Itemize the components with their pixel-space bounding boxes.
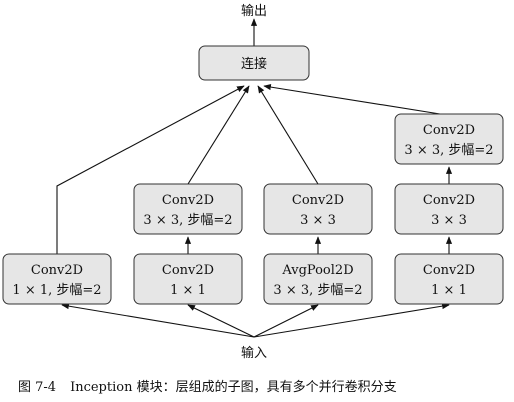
edge-input-to-b1 xyxy=(61,303,255,338)
node-title: Conv2D xyxy=(423,263,475,278)
edge-b4-to-concat xyxy=(263,84,441,115)
concat-label: 连接 xyxy=(241,56,267,72)
node-title: Conv2D xyxy=(292,193,344,208)
branch2-conv-1x1: Conv2D 1 × 1 xyxy=(133,253,243,305)
branch4-conv-1x1: Conv2D 1 × 1 xyxy=(394,253,504,305)
input-label: 输入 xyxy=(241,345,267,361)
figure-number: 图 7-4 xyxy=(18,380,57,395)
edge-b2-to-concat xyxy=(187,85,250,185)
branch2-conv-3x3-stride2: Conv2D 3 × 3, 步幅=2 xyxy=(133,183,243,235)
edge-b3-to-concat xyxy=(257,85,319,185)
node-title: Conv2D xyxy=(31,263,83,278)
node-title: Conv2D xyxy=(162,193,214,208)
edge-input-to-b2 xyxy=(187,304,255,338)
node-params: 1 × 1 xyxy=(170,283,206,298)
output-label: 输出 xyxy=(241,3,267,19)
branch4-conv-3x3-a: Conv2D 3 × 3 xyxy=(394,183,504,235)
node-params: 3 × 3, 步幅=2 xyxy=(404,143,493,158)
concat-node: 连接 xyxy=(198,45,310,81)
edges xyxy=(56,18,453,338)
node-params: 1 × 1 xyxy=(431,283,467,298)
caption-text: Inception 模块：层组成的子图，具有多个并行卷积分支 xyxy=(70,380,397,395)
node-title: Conv2D xyxy=(423,193,475,208)
node-title: Conv2D xyxy=(162,263,214,278)
edge-input-to-b3 xyxy=(253,304,319,338)
node-title: Conv2D xyxy=(423,123,475,138)
branch4-conv-3x3-stride2: Conv2D 3 × 3, 步幅=2 xyxy=(394,113,504,165)
node-params: 3 × 3 xyxy=(300,213,336,228)
node-params: 1 × 1, 步幅=2 xyxy=(12,283,101,298)
node-params: 3 × 3, 步幅=2 xyxy=(273,283,362,298)
node-params: 3 × 3, 步幅=2 xyxy=(143,213,232,228)
branch3-avgpool-3x3-stride2: AvgPool2D 3 × 3, 步幅=2 xyxy=(263,253,373,305)
node-params: 3 × 3 xyxy=(431,213,467,228)
figure-caption: 图 7-4 Inception 模块：层组成的子图，具有多个并行卷积分支 xyxy=(18,376,397,395)
edge-b1-to-concat xyxy=(56,85,245,254)
branch1-conv-1x1-stride2: Conv2D 1 × 1, 步幅=2 xyxy=(2,253,112,305)
branch3-conv-3x3: Conv2D 3 × 3 xyxy=(263,183,373,235)
edge-input-to-b4 xyxy=(253,303,450,338)
node-title: AvgPool2D xyxy=(281,263,353,278)
